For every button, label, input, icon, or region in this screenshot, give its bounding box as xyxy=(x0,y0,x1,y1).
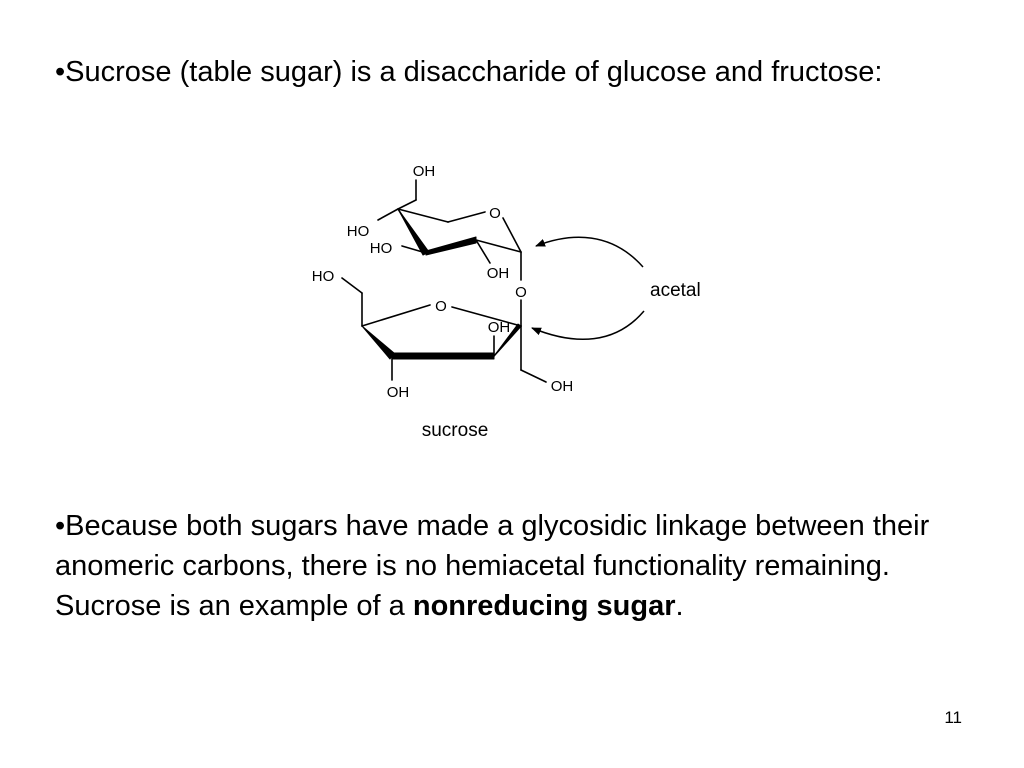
callout-label-acetal: acetal xyxy=(650,280,701,301)
atom-label-fructose-ho-left: HO xyxy=(312,268,335,285)
bullet-sucrose-intro: •Sucrose (table sugar) is a disaccharide… xyxy=(55,52,955,92)
bullet-marker: • xyxy=(55,56,66,88)
atom-label-glucose-ho-lower: HO xyxy=(370,240,393,257)
arrow-to-glucose-anomeric xyxy=(535,236,644,268)
atom-label-fructose-oh-right: OH xyxy=(488,319,511,336)
bold-term: nonreducing sugar xyxy=(412,590,676,622)
bullet-text: Because both sugars have made a glycosid… xyxy=(55,510,930,622)
glucose-bold-edge xyxy=(397,208,477,256)
bullet-nonreducing-explanation: •Because both sugars have made a glycosi… xyxy=(55,506,955,626)
atom-label-fructose-ring-o: O xyxy=(435,298,447,315)
bullet-marker: • xyxy=(55,510,66,542)
atom-label-fructose-oh-bottom: OH xyxy=(387,384,410,401)
arrow-to-fructose-anomeric xyxy=(531,310,645,341)
atom-label-glucose-ho-upper: HO xyxy=(347,223,370,240)
atom-label-glucose-oh-top: OH xyxy=(413,163,436,180)
atom-label-fructose-ch2oh: OH xyxy=(551,378,574,395)
page-number: 11 xyxy=(944,708,962,727)
atom-label-glucose-ring-o: O xyxy=(489,205,501,222)
atom-label-glucose-oh-bottom: OH xyxy=(487,265,510,282)
atom-label-bridge-o: O xyxy=(515,284,527,301)
fructose-bold-edge xyxy=(361,323,522,360)
bullet-text-end: . xyxy=(675,590,684,622)
glucose-ring xyxy=(377,179,522,281)
structure-caption: sucrose xyxy=(422,420,489,441)
bullet-text: Sucrose (table sugar) is a disaccharide … xyxy=(65,56,883,88)
